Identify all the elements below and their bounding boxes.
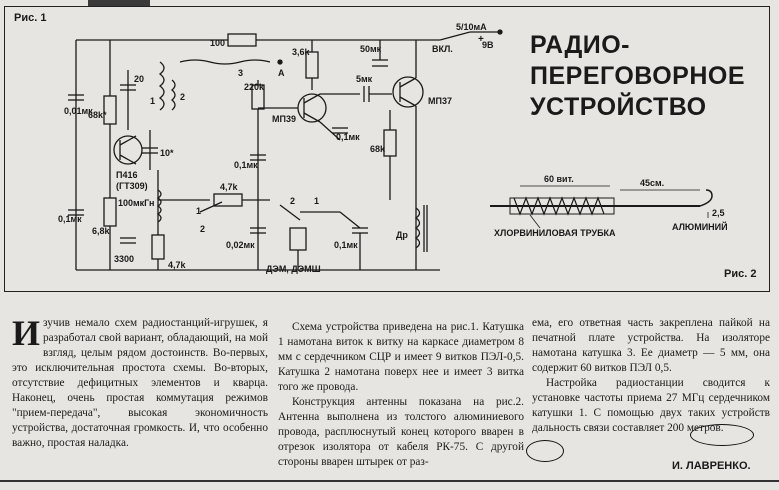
label-r4-7k-b: 4,7k	[168, 260, 187, 270]
title-line-3: УСТРОЙСТВО	[530, 93, 707, 121]
article-column-3: ема, его ответная часть закреплена пайко…	[532, 316, 770, 436]
col2-paragraph-1: Схема устройства приведена на рис.1. Кат…	[278, 321, 524, 393]
resistor-3-6k	[305, 51, 319, 79]
label-r68k: 68k	[370, 144, 386, 154]
col3-text: Настройка радиостанции сводится к устано…	[532, 377, 770, 434]
resistor-68k	[383, 129, 397, 157]
resistor-68k-star	[103, 95, 117, 125]
label-c20: 20	[134, 74, 144, 84]
highlight-oval-1	[690, 424, 754, 446]
article-title: РАДИО- ПЕРЕГОВОРНОЕ УСТРОЙСТВО	[530, 30, 745, 123]
label-c0-1mk-b: 0,1мк	[234, 160, 258, 170]
rx-tx-switch	[279, 204, 301, 221]
figure2-label: Рис. 2	[724, 268, 757, 280]
resistor-4-7k-bottom	[151, 234, 165, 260]
col2-paragraph-2: Конструкция антенны показана на рис.2. А…	[278, 396, 524, 468]
antenna-coil-3	[179, 59, 271, 65]
author: И. ЛАВРЕНКО.	[672, 460, 751, 472]
earphone-dem	[289, 227, 307, 251]
label-c3300: 3300	[114, 254, 134, 264]
label-r6-8k: 6,8k	[92, 226, 111, 236]
col3-paragraph-1: ема, его ответная часть закреплена пайко…	[532, 317, 770, 374]
power-switch	[439, 31, 471, 41]
label-pvc-tube: ХЛОРВИНИЛОВАЯ ТРУБКА	[494, 228, 616, 238]
label-c0-1mk-d: 0,1мк	[334, 240, 358, 250]
label-voltage: 9В	[482, 40, 494, 50]
label-switch: ВКЛ.	[432, 44, 453, 54]
label-coil2: 2	[180, 92, 185, 102]
bottom-rule	[0, 480, 779, 482]
label-mp37: МП37	[428, 96, 452, 106]
label-plus: +	[478, 34, 484, 45]
col1-text: зучив немало схем радиостанций-игрушек, …	[12, 317, 268, 449]
label-sw2: 2	[200, 224, 205, 234]
header-bar	[88, 0, 150, 6]
label-c0-02mk: 0,02мк	[226, 240, 255, 250]
label-current: 5/10мА	[456, 22, 487, 32]
label-relay1: 1	[314, 196, 319, 206]
label-mp39: МП39	[272, 114, 296, 124]
figure1-label: Рис. 1	[14, 12, 47, 24]
label-l100mkgn: 100мкГн	[118, 198, 155, 208]
label-gt309: (ГТ309)	[116, 181, 148, 191]
choke-dr	[414, 207, 421, 249]
label-c0-1mk-c: 0,1мк	[58, 214, 82, 224]
label-sw1: 1	[196, 206, 201, 216]
circuit-schematic: 100 3,6k 50мк ВКЛ. 5/10мА 9В + 20 3 А 1 …	[58, 22, 728, 274]
label-relay2: 2	[290, 196, 295, 206]
highlight-oval-2	[526, 440, 564, 462]
label-r68k-star: 68k*	[88, 110, 107, 120]
pvc-tube	[509, 197, 615, 215]
article-column-2: Схема устройства приведена на рис.1. Кат…	[278, 320, 524, 470]
label-dem: ДЭМ, ДЭМШ	[266, 264, 321, 274]
label-p416: П416	[116, 170, 138, 180]
resistor-100	[227, 33, 257, 47]
aluminium-hook	[699, 189, 713, 207]
label-turns: 60 вит.	[544, 174, 574, 184]
label-r100: 100	[210, 38, 225, 48]
title-line-2: ПЕРЕГОВОРНОЕ	[530, 62, 746, 90]
resistor-6-8k	[103, 197, 117, 227]
label-r4-7k: 4,7k	[220, 182, 239, 192]
label-c0-1mk-a: 0,1мк	[336, 132, 360, 142]
label-r3-6k: 3,6k	[292, 47, 311, 57]
transistor-p416	[113, 135, 143, 165]
antenna-winding	[513, 196, 605, 216]
label-dim: 2,5	[712, 208, 725, 218]
title-line-1: РАДИО-	[530, 31, 631, 59]
label-c5mk: 5мк	[356, 74, 373, 84]
label-c10star: 10*	[160, 148, 174, 158]
label-r220k: 220k	[244, 82, 265, 92]
drop-cap: И	[12, 313, 41, 353]
label-c0-01mk: 0,01мк	[64, 106, 93, 116]
col3-paragraph-2: Настройка радиостанции сводится к устано…	[532, 376, 770, 436]
mode-switch	[199, 201, 223, 213]
coil-2	[170, 79, 176, 111]
label-dr: Др	[396, 230, 408, 240]
coil-1	[158, 61, 165, 111]
label-coil1: 1	[150, 96, 155, 106]
label-c50mk: 50мк	[360, 44, 382, 54]
label-coilA: А	[278, 68, 285, 78]
label-aluminium: АЛЮМИНИЙ	[672, 221, 728, 232]
transistor-mp37	[392, 76, 424, 108]
label-coil3: 3	[238, 68, 243, 78]
figure-box	[4, 6, 770, 292]
resistor-220k	[251, 84, 265, 110]
label-length: 45см.	[640, 178, 664, 188]
